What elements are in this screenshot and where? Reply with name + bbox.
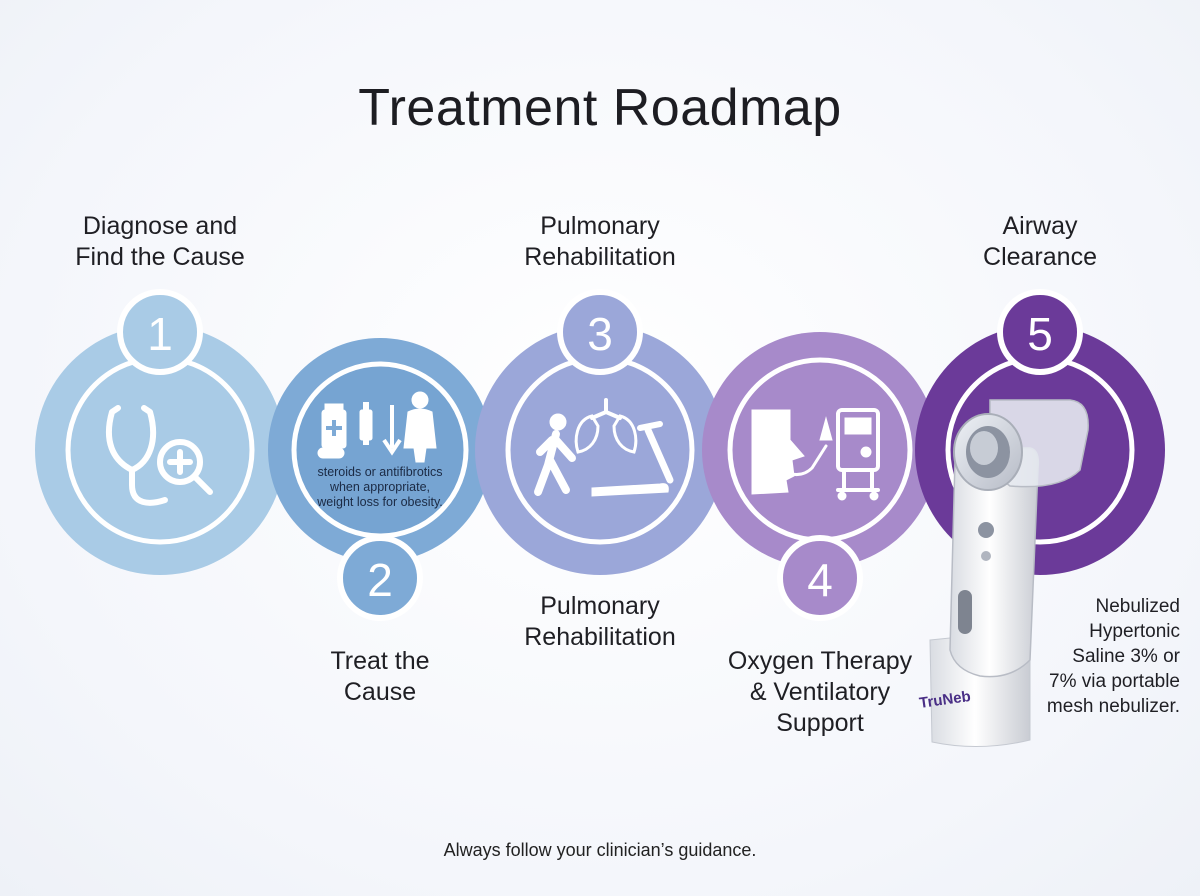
step-1-badge — [117, 289, 203, 375]
step-2-number: 2 — [367, 554, 393, 606]
walking-lungs-treadmill-icon — [534, 398, 674, 497]
step-3-label: Pulmonary Rehabilitation — [524, 212, 676, 271]
step-2-note: steroids or antifibrotics when appropria… — [317, 465, 443, 509]
step-5-badge — [997, 289, 1083, 375]
step-5-note: Nebulized Hypertonic Saline 3% or 7% via… — [1046, 596, 1180, 717]
step-3-badge — [557, 289, 643, 375]
step-3-label-below: Pulmonary Rehabilitation — [524, 592, 676, 651]
footer-disclaimer: Always follow your clinician’s guidance. — [443, 840, 757, 860]
medication-weight-icon — [317, 391, 437, 463]
step-4-label: Oxygen Therapy & Ventilatory Support — [727, 647, 913, 737]
step-5-number: 5 — [1027, 308, 1053, 360]
step-1-label: Diagnose and Find the Cause — [75, 212, 245, 271]
step-2-circle — [268, 338, 492, 562]
mesh-nebulizer-device — [929, 399, 1089, 747]
step-2-label: Treat the Cause — [330, 647, 430, 706]
step-2-badge — [337, 535, 423, 621]
step-4-circle — [702, 332, 938, 568]
step-5-label: Airway Clearance — [983, 212, 1097, 271]
step-3-number: 3 — [587, 308, 613, 360]
page-title: Treatment Roadmap — [358, 79, 842, 137]
step-4-badge — [777, 535, 863, 621]
oxygen-ventilator-icon — [751, 408, 880, 501]
stethoscope-magnifier-icon — [105, 405, 213, 506]
step-1-number: 1 — [147, 308, 173, 360]
step-4-number: 4 — [807, 554, 833, 606]
